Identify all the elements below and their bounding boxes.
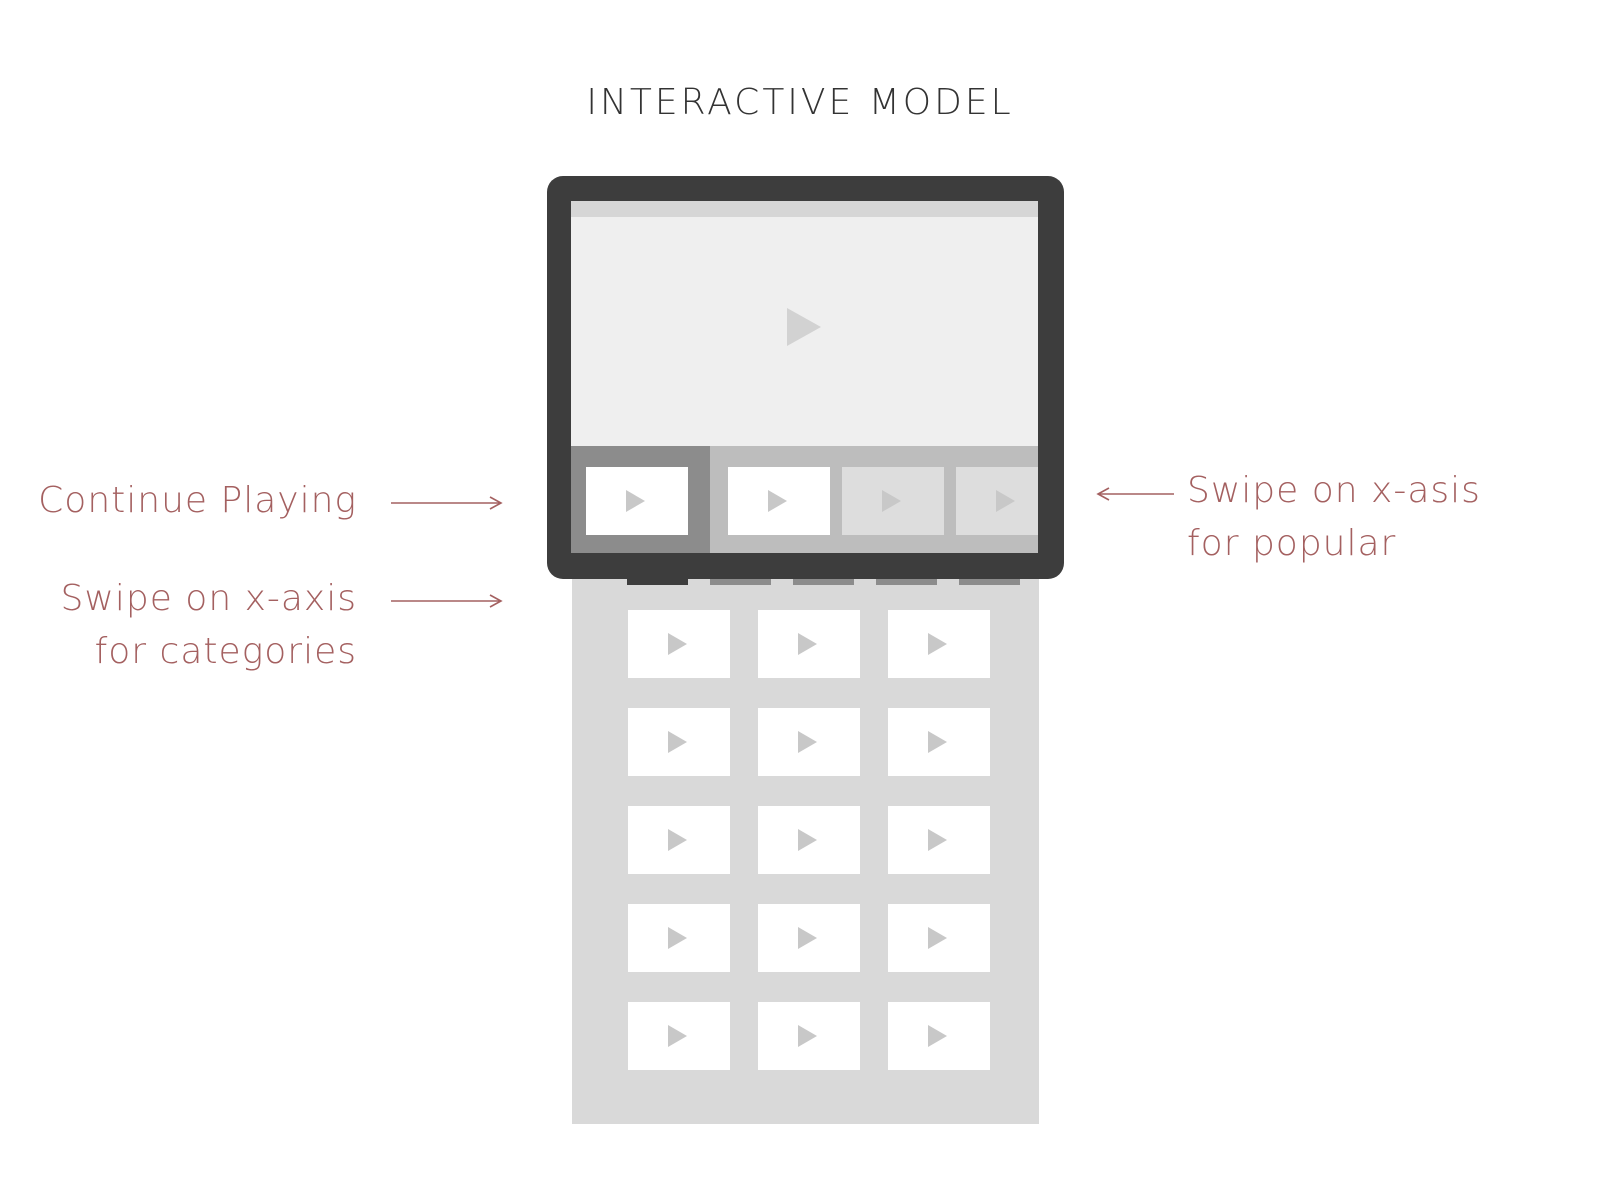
category-indicator-dot[interactable]: [959, 577, 1020, 585]
play-icon[interactable]: [626, 490, 645, 512]
video-thumbnail[interactable]: [758, 708, 860, 776]
play-icon[interactable]: [996, 490, 1015, 512]
play-icon[interactable]: [668, 731, 687, 753]
play-icon[interactable]: [882, 490, 901, 512]
video-thumbnail[interactable]: [628, 806, 730, 874]
annotation-categories-line-1: Swipe on x-axis: [60, 578, 357, 619]
play-icon[interactable]: [798, 829, 817, 851]
status-bar: [571, 201, 1038, 217]
popular-thumbnail[interactable]: [728, 467, 830, 535]
category-indicator-dot[interactable]: [710, 577, 771, 585]
play-icon[interactable]: [798, 1025, 817, 1047]
category-indicator-dot[interactable]: [793, 577, 854, 585]
play-icon[interactable]: [787, 308, 821, 346]
featured-video[interactable]: [571, 217, 1038, 446]
video-thumbnail[interactable]: [758, 904, 860, 972]
play-icon[interactable]: [798, 927, 817, 949]
annotation-categories-line-2: for categories: [94, 631, 357, 672]
play-icon[interactable]: [668, 829, 687, 851]
device-frame: [547, 176, 1064, 579]
annotation-popular-line-2: for popular: [1187, 523, 1397, 564]
popular-thumbnail[interactable]: [956, 467, 1038, 535]
device-screen: [571, 201, 1038, 553]
annotation-continue-playing: Continue Playing: [38, 474, 357, 527]
video-thumbnail[interactable]: [628, 904, 730, 972]
play-icon[interactable]: [798, 633, 817, 655]
play-icon[interactable]: [928, 1025, 947, 1047]
video-thumbnail[interactable]: [888, 1002, 990, 1070]
video-thumbnail[interactable]: [628, 610, 730, 678]
page-title: INTERACTIVE MODEL: [586, 82, 1014, 123]
video-thumbnail[interactable]: [758, 1002, 860, 1070]
play-icon[interactable]: [928, 633, 947, 655]
annotation-popular-line-1: Swipe on x-asis: [1187, 470, 1481, 511]
video-thumbnail[interactable]: [628, 708, 730, 776]
play-icon[interactable]: [928, 829, 947, 851]
video-thumbnail[interactable]: [758, 806, 860, 874]
play-icon[interactable]: [668, 927, 687, 949]
video-thumbnail[interactable]: [888, 904, 990, 972]
annotation-categories: Swipe on x-axis for categories: [61, 572, 357, 678]
arrow-icon: [1096, 487, 1174, 501]
category-indicator-dot[interactable]: [876, 577, 937, 585]
play-icon[interactable]: [928, 731, 947, 753]
video-thumbnail[interactable]: [758, 610, 860, 678]
video-thumbnail[interactable]: [888, 806, 990, 874]
category-indicator[interactable]: [627, 577, 1027, 585]
continue-playing-thumbnail[interactable]: [586, 467, 688, 535]
annotation-continue-playing-text: Continue Playing: [38, 480, 357, 521]
video-thumbnail[interactable]: [888, 610, 990, 678]
category-list-panel[interactable]: [572, 560, 1039, 1124]
arrow-icon: [391, 496, 503, 510]
arrow-icon: [391, 594, 503, 608]
play-icon[interactable]: [668, 633, 687, 655]
popular-strip[interactable]: [571, 446, 1038, 553]
video-thumbnail[interactable]: [888, 708, 990, 776]
play-icon[interactable]: [798, 731, 817, 753]
play-icon[interactable]: [928, 927, 947, 949]
play-icon[interactable]: [768, 490, 787, 512]
popular-thumbnail[interactable]: [842, 467, 944, 535]
category-indicator-dot[interactable]: [627, 577, 688, 585]
play-icon[interactable]: [668, 1025, 687, 1047]
video-thumbnail[interactable]: [628, 1002, 730, 1070]
annotation-popular: Swipe on x-asis for popular: [1187, 464, 1481, 570]
